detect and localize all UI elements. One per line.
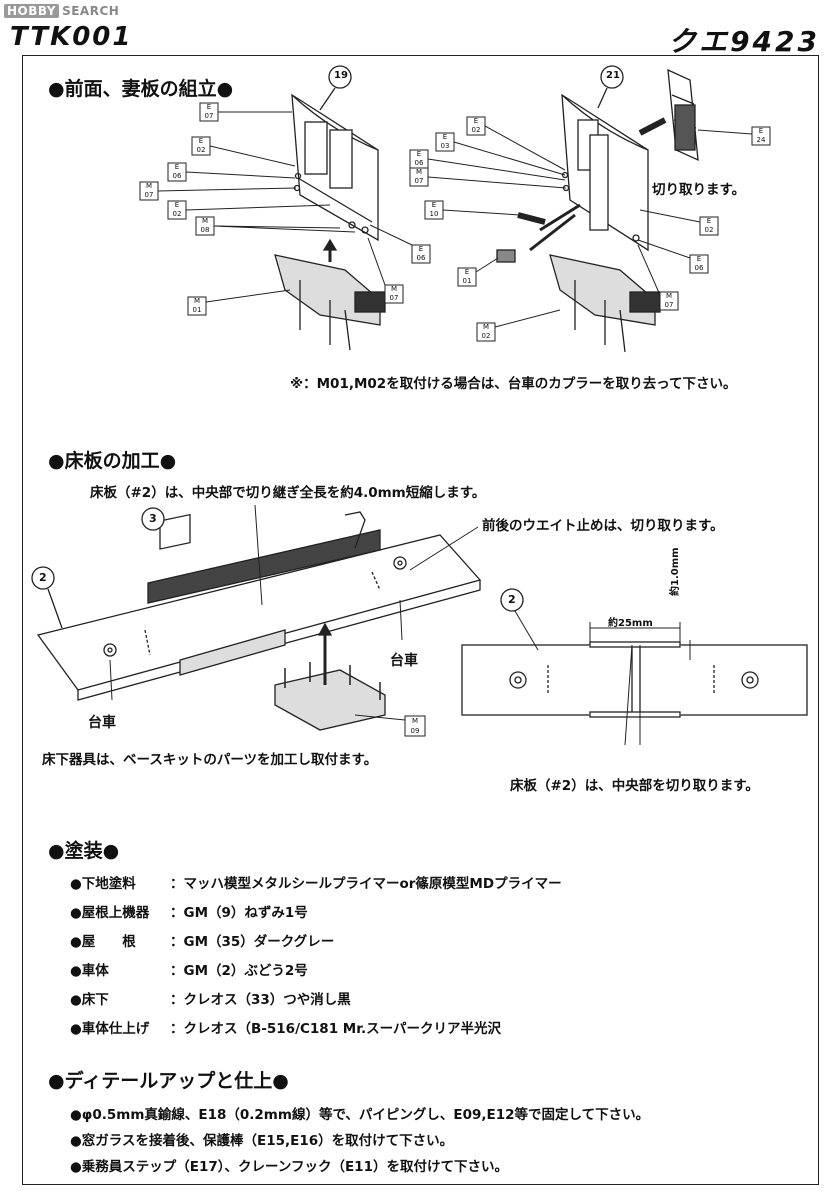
- note-cut-center: 床板（#2）は、中央部を切り取ります。: [510, 778, 759, 794]
- part-e10: [517, 212, 546, 225]
- section-title-detail: ●ディテールアップと仕上●: [48, 1070, 289, 1092]
- instruction-frame: [22, 55, 819, 1185]
- coupler-part-m01: [274, 254, 386, 351]
- paint-item: ●床下：クレオス（33）つや消し黒: [70, 992, 351, 1008]
- car-name: クエ9423: [668, 25, 820, 58]
- callout-3-text: 3: [149, 512, 157, 525]
- callout-19: [328, 65, 352, 89]
- paint-item: ●屋 根：GM（35）ダークグレー: [70, 934, 335, 950]
- callout-21-text: 21: [606, 70, 620, 81]
- section-title-paint: ●塗装●: [48, 840, 120, 862]
- callout-2-right-circle: [500, 588, 524, 612]
- arrow-ladder: [638, 117, 667, 136]
- note-shorten: 床板（#2）は、中央部で切り継ぎ全長を約4.0mm短縮します。: [90, 485, 486, 501]
- callout-21: [600, 65, 624, 89]
- floor-plate-3d: [36, 511, 482, 701]
- paint-item: ●車体：GM（2）ぶどう2号: [70, 963, 308, 979]
- dim-length: 約25mm: [608, 618, 653, 629]
- tag-m09: [404, 715, 426, 737]
- note-coupler: ※：M01,M02を取付ける場合は、台車のカプラーを取り去って下さい。: [290, 376, 737, 392]
- label-bogie-right: 台車: [390, 653, 418, 669]
- model-number: TTK001: [10, 22, 133, 52]
- callout-2-right-text: 2: [508, 593, 516, 606]
- part-e01: [496, 249, 516, 263]
- label-bogie-left: 台車: [88, 715, 116, 731]
- detail-item: ●φ0.5mm真鍮線、E18（0.2mm線）等で、パイピングし、E09,E12等…: [70, 1107, 650, 1123]
- dim-height: 約1.0mm: [670, 547, 681, 596]
- floor-plate-top: [461, 622, 808, 746]
- ladder-part-e24: [667, 68, 699, 162]
- arrowhead-left: [322, 238, 338, 251]
- coupler-part-m02: [549, 254, 661, 353]
- section-title-front: ●前面、妻板の組立●: [48, 78, 234, 100]
- arrowhead-floor: [317, 622, 333, 636]
- paint-item: ●下地塗料：マッハ模型メタルシールプライマーor篠原模型MDプライマー: [70, 876, 562, 892]
- section-title-floor: ●床板の加工●: [48, 450, 177, 472]
- paint-item: ●屋根上機器：GM（9）ねずみ1号: [70, 905, 308, 921]
- watermark-logo: HOBBY: [4, 4, 60, 18]
- end-panel-right: [561, 93, 649, 252]
- note-weight: 前後のウエイト止めは、切り取ります。: [482, 518, 724, 534]
- note-cut-off: 切り取ります。: [652, 182, 746, 198]
- paint-item: ●車体仕上げ：クレオス（B-516/C181 Mr.スーパークリア半光沢: [70, 1021, 501, 1037]
- detail-item: ●乗務員ステップ（E17）、クレーンフック（E11）を取付けて下さい。: [70, 1159, 508, 1175]
- end-panel-left: [291, 93, 379, 242]
- callout-2-left-text: 2: [39, 571, 47, 584]
- rod-e10: [539, 203, 581, 232]
- arrow-rod: [529, 213, 576, 252]
- callout-3-circle: [141, 507, 165, 531]
- detail-item: ●窓ガラスを接着後、保護棒（E15,E16）を取付けて下さい。: [70, 1133, 454, 1149]
- underfloor-part-m09: [274, 662, 386, 731]
- part-tags-right: [409, 116, 771, 342]
- callout-19-text: 19: [334, 70, 348, 81]
- part-tags-left: [139, 102, 431, 316]
- watermark-text: SEARCH: [62, 4, 120, 18]
- note-underfloor: 床下器具は、ベースキットのパーツを加工し取付ます。: [42, 752, 378, 768]
- callout-2-left-circle: [31, 566, 55, 590]
